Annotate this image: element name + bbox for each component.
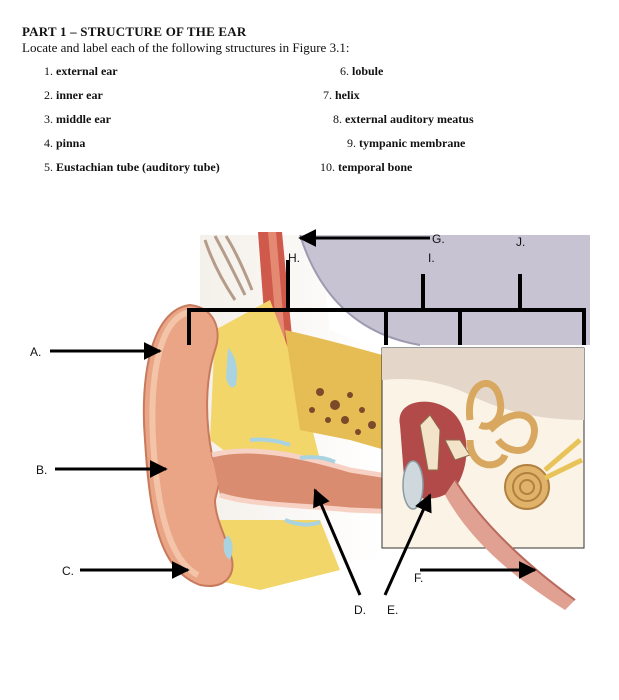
label-c: C. (62, 564, 74, 578)
helix-rim (149, 309, 200, 578)
list-item: 10. temporal bone (320, 160, 412, 175)
item-number: 10. (320, 160, 335, 174)
pointer-arrows (50, 229, 537, 596)
subcutaneous-fat (210, 300, 320, 470)
item-text: helix (335, 88, 360, 102)
region-brackets (187, 260, 586, 345)
item-number: 2. (44, 88, 53, 102)
item-text: external ear (56, 64, 118, 78)
item-number: 4. (44, 136, 53, 150)
list-item: 7. helix (323, 88, 360, 103)
list-item: 1. external ear (44, 64, 118, 79)
auricular-cartilage (226, 348, 237, 388)
canal-lining-bottom (219, 492, 401, 515)
list-item: 4. pinna (44, 136, 85, 151)
label-h: H. (288, 251, 300, 265)
item-number: 8. (333, 112, 342, 126)
item-number: 1. (44, 64, 53, 78)
list-item: 2. inner ear (44, 88, 103, 103)
list-item: 9. tympanic membrane (347, 136, 465, 151)
item-text: inner ear (56, 88, 103, 102)
list-item: 5. Eustachian tube (auditory tube) (44, 160, 220, 175)
list-item: 6. lobule (340, 64, 383, 79)
label-e: E. (387, 603, 398, 617)
cochlea (504, 464, 550, 510)
mastoid-air-cells (309, 388, 376, 435)
item-number: 5. (44, 160, 53, 174)
item-text: pinna (56, 136, 86, 150)
arrow-d (313, 488, 362, 596)
vestibulocochlear-nerve (543, 438, 584, 481)
external-auditory-canal (212, 450, 400, 512)
item-text: temporal bone (338, 160, 413, 174)
label-b: B. (36, 463, 47, 477)
canal-cartilage-top (249, 437, 291, 447)
canal-cartilage-bottom (284, 518, 321, 527)
hair (203, 235, 254, 301)
canal-cartilage-mid (299, 455, 336, 464)
lower-fat (215, 520, 340, 590)
list-item: 8. external auditory meatus (333, 112, 474, 127)
semicircular-canals (465, 380, 538, 469)
label-j: J. (516, 235, 525, 249)
tympanic-membrane (402, 460, 424, 510)
cartilage-lower (223, 535, 233, 560)
item-text: lobule (352, 64, 384, 78)
label-g: G. (432, 232, 445, 246)
item-number: 7. (323, 88, 332, 102)
item-text: middle ear (56, 112, 111, 126)
label-i: I. (428, 251, 435, 265)
worksheet-instructions: Locate and label each of the following s… (22, 40, 350, 55)
worksheet-heading: PART 1 – STRUCTURE OF THE EAR (22, 24, 247, 39)
arrow-e (383, 493, 432, 596)
item-text: external auditory meatus (345, 112, 474, 126)
canal-lining-top (211, 448, 401, 481)
label-a: A. (30, 345, 41, 359)
tube-edge (454, 479, 576, 601)
label-f: F. (414, 571, 423, 585)
skull-cavity (300, 235, 590, 345)
item-number: 3. (44, 112, 53, 126)
item-text: tympanic membrane (359, 136, 466, 150)
list-item: 3. middle ear (44, 112, 111, 127)
item-text: Eustachian tube (auditory tube) (56, 160, 220, 174)
label-d: D. (354, 603, 366, 617)
item-number: 9. (347, 136, 356, 150)
item-number: 6. (340, 64, 349, 78)
